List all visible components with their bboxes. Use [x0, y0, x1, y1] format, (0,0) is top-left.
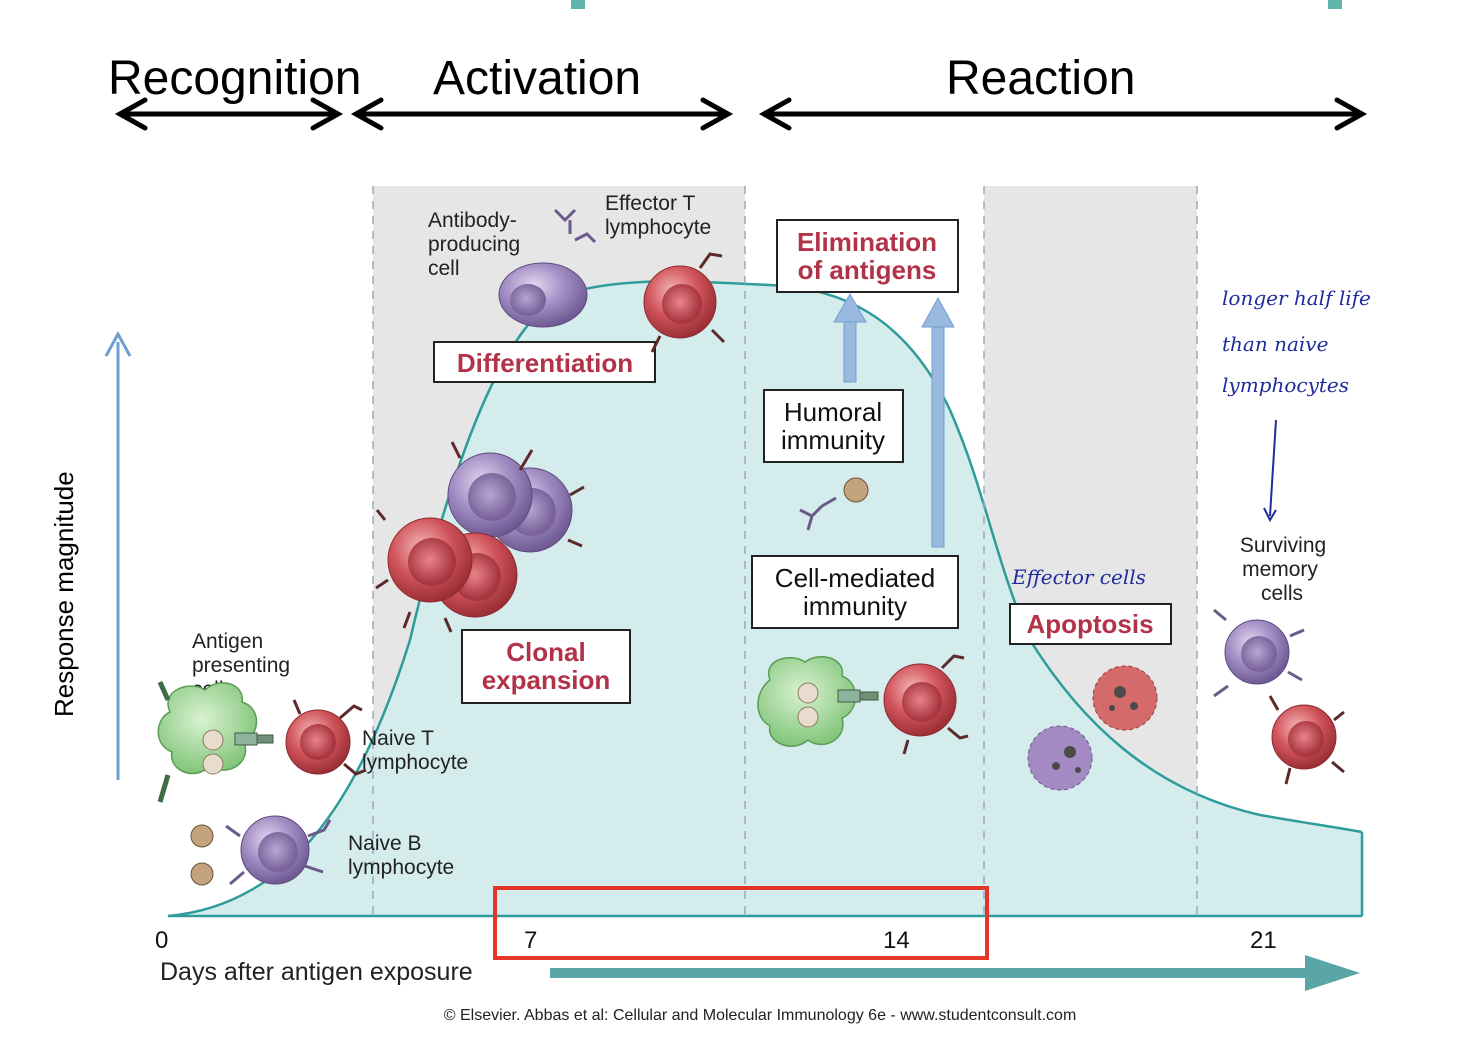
- cell-mediated-box: [751, 555, 959, 629]
- x-axis-label: Days after antigen exposure: [160, 958, 473, 986]
- phase-activation: Activation: [433, 52, 641, 105]
- clonal-label-1: Clonal: [506, 637, 585, 667]
- memory-b-cell: [1213, 608, 1305, 698]
- apoptotic-cell-red: [1092, 665, 1158, 731]
- naive-b-label-2: lymphocyte: [348, 856, 454, 879]
- cell-mediated-label-2: immunity: [803, 591, 907, 621]
- humoral-box: [763, 389, 904, 463]
- highlight-box-days-7-14: [493, 886, 989, 960]
- antibody-cell-label-2: producing: [428, 233, 520, 256]
- elimination-box: [776, 219, 959, 293]
- naive-t-label-1: Naive T: [362, 727, 434, 750]
- handwritten-effector: Effector cells: [1011, 565, 1146, 589]
- antibody-cell-label-3: cell: [428, 257, 460, 280]
- phase-recognition: Recognition: [108, 52, 362, 105]
- credit-line: © Elsevier. Abbas et al: Cellular and Mo…: [444, 1007, 1077, 1024]
- memory-label-1: Surviving: [1240, 534, 1326, 557]
- cell-mediated-label-1: Cell-mediated: [775, 563, 935, 593]
- elimination-arrow-left: [833, 292, 867, 383]
- clonal-expansion-cluster: [375, 441, 585, 633]
- clonal-box: [461, 629, 631, 704]
- handwritten-pointer: [1263, 419, 1277, 523]
- differentiation-box: [433, 341, 656, 383]
- apc-label-1: Antigen: [192, 630, 263, 653]
- cell-mediated-t-cell: [883, 654, 969, 755]
- top-teal-mark-left: [571, 0, 585, 9]
- handwritten-note-line-1: longer half life: [1222, 286, 1371, 310]
- elimination-label-1: Elimination: [797, 227, 937, 257]
- x-tick-0: 0: [155, 927, 168, 954]
- memory-label-2: memory: [1242, 558, 1318, 581]
- antigen-presenting-cell: [157, 680, 274, 803]
- cell-mediated-apc: [757, 656, 879, 747]
- naive-b-cell: [190, 815, 332, 886]
- antibody-antigen: [799, 477, 869, 531]
- y-axis-label: Response magnitude: [49, 471, 79, 717]
- phase-arrow-recognition: [114, 97, 344, 131]
- antibody-cell-label-1: Antibody-: [428, 209, 517, 232]
- humoral-label-2: immunity: [781, 425, 885, 455]
- apoptotic-cell-purple: [1027, 725, 1093, 791]
- x-tick-14: 14: [883, 927, 910, 954]
- naive-b-label-1: Naive B: [348, 832, 422, 855]
- effector-t-label-1: Effector T: [605, 192, 695, 215]
- effector-t-label-2: lymphocyte: [605, 216, 711, 239]
- phase-arrow-activation: [350, 97, 734, 131]
- naive-t-label-2: lymphocyte: [362, 751, 468, 774]
- clonal-label-2: expansion: [482, 665, 611, 695]
- elimination-label-2: of antigens: [798, 255, 937, 285]
- apoptosis-label: Apoptosis: [1026, 609, 1153, 639]
- apoptosis-box: [1009, 603, 1172, 645]
- effector-t-cell: [643, 252, 726, 353]
- memory-label-3: cells: [1261, 582, 1303, 605]
- handwritten-note-line-3: lymphocytes: [1222, 373, 1349, 397]
- x-tick-21: 21: [1250, 927, 1277, 954]
- phase-reaction: Reaction: [946, 52, 1135, 105]
- handwritten-note-line-2: than naive: [1222, 332, 1328, 356]
- humoral-label-1: Humoral: [784, 397, 882, 427]
- elimination-arrow-right: [921, 296, 955, 548]
- antibody-producing-cell: [498, 208, 597, 328]
- naive-t-cell: [285, 699, 367, 776]
- phase-arrow-reaction: [758, 97, 1368, 131]
- apc-label-2: presenting: [192, 654, 290, 677]
- x-axis-arrow: [550, 955, 1360, 991]
- top-teal-mark-right: [1328, 0, 1342, 9]
- y-axis-arrow: [104, 330, 132, 780]
- differentiation-label: Differentiation: [457, 348, 633, 378]
- memory-t-cell: [1268, 695, 1345, 785]
- x-tick-7: 7: [524, 927, 537, 954]
